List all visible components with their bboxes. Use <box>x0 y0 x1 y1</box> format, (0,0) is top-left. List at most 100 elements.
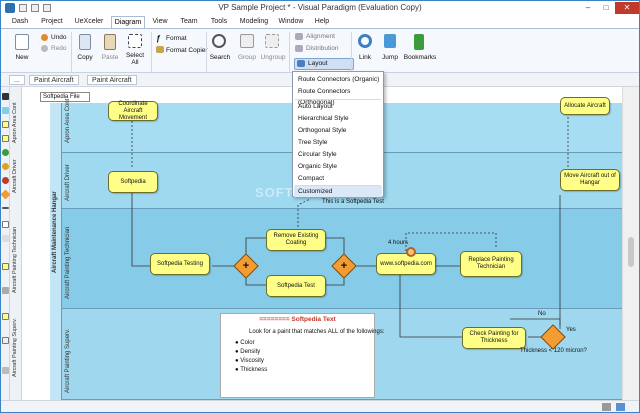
format-copier-button[interactable]: Format Copier <box>166 47 208 54</box>
tab-modeling[interactable]: Modeling <box>239 18 269 25</box>
task-softpedia[interactable]: Softpedia <box>108 171 158 193</box>
open-icon[interactable] <box>31 4 39 12</box>
note-tool-icon[interactable] <box>2 337 9 344</box>
paste-button[interactable]: Paste <box>101 54 119 61</box>
breadcrumb-nav-button[interactable]: ... <box>9 75 25 85</box>
note-title: ======== Softpedia Text <box>259 316 336 323</box>
layout-button[interactable]: Layout <box>308 60 328 67</box>
distribution-icon <box>295 45 303 52</box>
group-tool-icon[interactable] <box>2 235 9 242</box>
menu-item-tree-style[interactable]: Tree Style <box>298 139 328 146</box>
task-allocate[interactable]: Allocate Aircraft <box>560 97 610 115</box>
tab-tools[interactable]: Tools <box>210 18 228 25</box>
task-tool-icon[interactable] <box>2 121 9 128</box>
ribbon-tabs: Dash Project UeXceler Diagram View Team … <box>1 16 639 28</box>
menu-item-hierarchical[interactable]: Hierarchical Style <box>298 115 349 122</box>
vertical-scrollbar[interactable] <box>622 87 639 400</box>
paste-icon <box>104 34 116 50</box>
bookmark-icon <box>414 34 424 50</box>
note-bullet-text: Density <box>240 349 261 355</box>
end-event-tool-icon[interactable] <box>2 177 9 184</box>
callout-tool-icon[interactable] <box>2 313 9 320</box>
jump-button[interactable]: Jump <box>382 54 398 61</box>
breadcrumb-item[interactable]: Paint Aircraft <box>87 75 137 85</box>
start-event-tool-icon[interactable] <box>2 149 9 156</box>
task-move-out[interactable]: Move Aircraft out of Hangar <box>560 169 620 191</box>
menu-item-orthogonal-style[interactable]: Orthogonal Style <box>298 127 347 134</box>
task-softpedia-test[interactable]: Softpedia Test <box>266 275 326 297</box>
subprocess-tool-icon[interactable] <box>2 135 9 142</box>
pool-tool-icon[interactable] <box>2 107 9 114</box>
tab-team[interactable]: Team <box>180 18 198 25</box>
status-icon[interactable] <box>602 403 611 411</box>
search-button[interactable]: Search <box>209 54 231 61</box>
note-bullet: ● Viscosity <box>235 358 264 364</box>
task-www[interactable]: www.softpedia.com <box>376 253 436 275</box>
bookmarks-button[interactable]: Bookmarks <box>403 54 437 61</box>
select-all-icon <box>128 34 142 48</box>
tab-view[interactable]: View <box>152 18 168 25</box>
gateway-tool-icon[interactable] <box>1 189 11 200</box>
link-button[interactable]: Link <box>359 54 371 61</box>
note-bullet-text: Thickness <box>240 367 268 373</box>
notification-icon[interactable] <box>616 403 625 411</box>
menu-item-organic-style[interactable]: Organic Style <box>298 163 338 170</box>
anchor-tool-icon[interactable] <box>2 367 9 374</box>
group-button[interactable]: Group <box>237 54 257 61</box>
annotation-tool-icon[interactable] <box>2 263 9 270</box>
maximize-button[interactable]: □ <box>603 3 609 12</box>
undo-button[interactable]: Undo <box>51 34 67 41</box>
tooltip: Softpedia File <box>40 92 90 102</box>
copy-button[interactable]: Copy <box>77 54 93 61</box>
ungroup-button[interactable]: Ungroup <box>260 54 286 61</box>
new-diagram-icon <box>15 34 29 50</box>
task-remove-coating[interactable]: Remove Existing Coating <box>266 229 326 251</box>
intermediate-event-tool-icon[interactable] <box>2 163 9 170</box>
format-copier-icon <box>156 46 164 53</box>
layout-icon <box>297 60 305 67</box>
tab-dash[interactable]: Dash <box>11 18 29 25</box>
ribbon-separator <box>151 32 152 72</box>
new-button[interactable]: New <box>15 54 29 61</box>
menu-item-customized[interactable]: Customized <box>294 186 382 197</box>
menu-item-route-organic[interactable]: Route Connectors (Organic) <box>298 76 380 83</box>
menu-item-auto-layout[interactable]: Auto Layout <box>298 103 333 110</box>
format-button[interactable]: Format <box>166 35 187 42</box>
timer-event-icon[interactable] <box>406 247 416 257</box>
print-icon[interactable] <box>43 4 51 12</box>
alignment-button[interactable]: Alignment <box>306 33 335 40</box>
save-icon[interactable] <box>19 4 27 12</box>
close-button[interactable]: ✕ <box>615 2 639 14</box>
tab-diagram[interactable]: Diagram <box>111 16 145 28</box>
scrollbar-thumb[interactable] <box>628 237 634 267</box>
task-check-painting[interactable]: Check Painting for Thickness <box>462 327 526 349</box>
data-object-tool-icon[interactable] <box>2 221 9 228</box>
tab-uexceler[interactable]: UeXceler <box>74 18 104 25</box>
layout-dropdown-menu: Route Connectors (Organic) Route Connect… <box>292 71 384 197</box>
redo-icon <box>41 45 48 52</box>
tab-project[interactable]: Project <box>41 18 63 25</box>
layout-button-bg[interactable] <box>294 58 354 70</box>
tab-window[interactable]: Window <box>278 18 304 25</box>
redo-button[interactable]: Redo <box>51 45 67 52</box>
sequence-flow-tool-icon[interactable] <box>2 207 9 209</box>
menu-item-route-orthogonal[interactable]: Route Connectors (Orthogonal) <box>298 88 351 106</box>
select-all-button[interactable]: Select All <box>125 52 145 66</box>
link-tool-icon[interactable] <box>2 287 9 294</box>
search-icon <box>212 34 226 48</box>
note-bullet-text: Viscosity <box>240 358 264 364</box>
text-annotation[interactable]: ======== Softpedia Text Look for a paint… <box>220 313 385 398</box>
pool-header <box>50 103 62 400</box>
minimize-button[interactable]: – <box>585 3 591 12</box>
tab-help[interactable]: Help <box>314 18 330 25</box>
task-coordinate[interactable]: Coordinate Aircraft Movement <box>108 101 158 121</box>
pointer-tool-icon[interactable] <box>2 93 9 100</box>
task-replace-painting[interactable]: Replace Painting Technician <box>460 251 522 277</box>
task-softpedia-testing[interactable]: Softpedia Testing <box>150 253 210 275</box>
app-logo-icon <box>5 3 15 13</box>
distribution-button[interactable]: Distribution <box>306 45 339 52</box>
menu-item-circular-style[interactable]: Circular Style <box>298 151 337 158</box>
menu-item-compact[interactable]: Compact <box>298 175 325 182</box>
breadcrumb-item[interactable]: Paint Aircraft <box>29 75 79 85</box>
